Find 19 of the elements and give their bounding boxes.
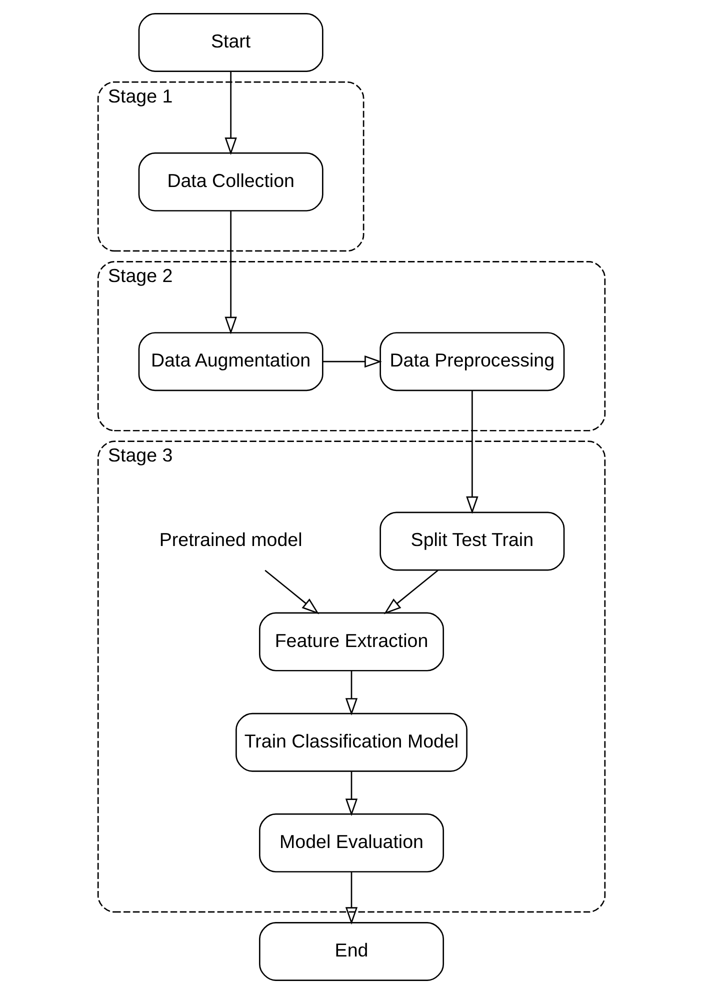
node-box: Start xyxy=(138,12,323,72)
arrow xyxy=(224,210,236,334)
node-box: Train Classification Model xyxy=(235,712,467,772)
arrow xyxy=(264,570,319,614)
node-box: Model Evaluation xyxy=(258,813,444,872)
arrow xyxy=(466,390,478,514)
arrow xyxy=(322,355,382,368)
arrow xyxy=(344,872,358,925)
arrow xyxy=(383,570,438,614)
arrow xyxy=(344,670,358,716)
arrow xyxy=(344,772,358,816)
node-box: End xyxy=(258,922,444,982)
node-box: Data Augmentation xyxy=(138,332,323,392)
node-box: Data Collection xyxy=(138,152,323,212)
node-box: Feature Extraction xyxy=(258,612,444,672)
arrow xyxy=(224,71,236,155)
node-box: Split Test Train xyxy=(379,512,564,571)
node-text: Pretrained model xyxy=(158,529,302,550)
node-box: Data Preprocessing xyxy=(379,332,564,392)
